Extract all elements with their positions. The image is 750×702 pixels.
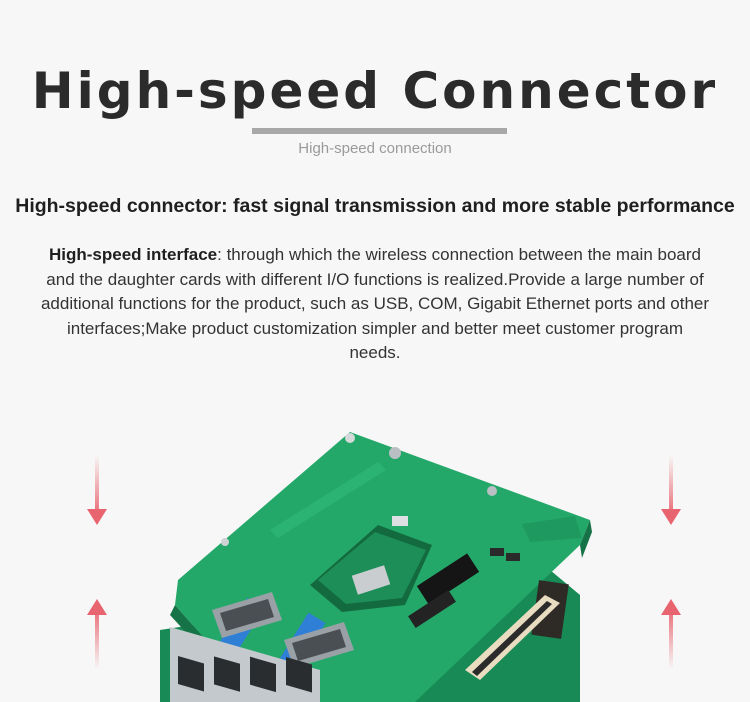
description-lead: High-speed interface	[48, 245, 218, 264]
screw	[389, 447, 401, 459]
down-arrow-icon	[661, 455, 681, 525]
circuit-board-image	[160, 432, 592, 702]
chip	[351, 565, 391, 595]
screw	[487, 486, 497, 496]
page-title: High-speed Connector	[31, 62, 719, 120]
down-arrow-icon	[87, 455, 107, 525]
section-headline: High-speed connector: fast signal transm…	[15, 195, 735, 217]
up-arrow-icon	[661, 599, 681, 669]
ethernet-ports	[170, 627, 320, 702]
description-body: : through which the wireless connection …	[40, 245, 710, 362]
high-speed-connector	[416, 553, 480, 605]
section-description: High-speed interface: through which the …	[40, 243, 710, 366]
title-underline	[252, 128, 507, 134]
up-arrow-icon	[87, 599, 107, 669]
page-subtitle: High-speed connection	[298, 140, 452, 157]
